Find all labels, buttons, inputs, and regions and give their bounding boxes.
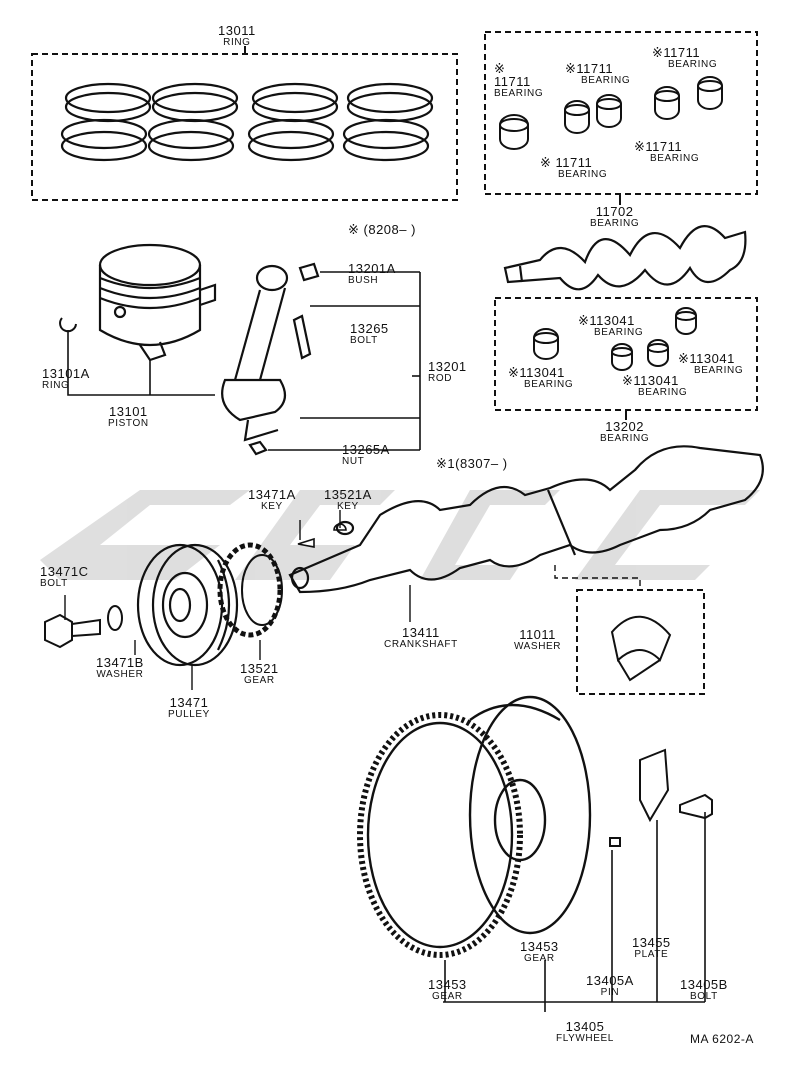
key-13521a-artwork xyxy=(333,523,347,531)
rod-bearing-shells xyxy=(533,307,697,371)
piston-ring-sets xyxy=(60,82,434,162)
crankshaft-artwork xyxy=(288,445,764,594)
ring-group-box xyxy=(31,53,458,201)
thrust-washer-box xyxy=(576,589,705,695)
connecting-rod-artwork xyxy=(221,262,320,456)
washer-13471b-artwork xyxy=(107,605,123,631)
bearing-11702-artwork xyxy=(503,225,747,291)
pulley-artwork xyxy=(136,543,239,667)
plate-13455-artwork xyxy=(639,748,670,823)
timing-gear-artwork xyxy=(217,542,283,638)
flywheel-artwork xyxy=(357,695,592,958)
bolt-13405b-artwork xyxy=(679,793,713,820)
document-code: MA 6202-A xyxy=(690,1032,754,1046)
piston-artwork xyxy=(98,243,217,362)
bolt-13471c-artwork xyxy=(44,613,101,649)
watermark-logo xyxy=(40,490,760,580)
thrust-washer-artwork xyxy=(610,615,672,682)
main-bearing-shells xyxy=(499,76,723,150)
ring-13101a-artwork xyxy=(59,317,77,333)
note-8307: ※1(8307– ) xyxy=(436,456,508,471)
key-13471a-artwork xyxy=(297,537,315,548)
pin-13405a-artwork xyxy=(609,837,621,847)
note-8208: ※ (8208– ) xyxy=(348,222,416,237)
